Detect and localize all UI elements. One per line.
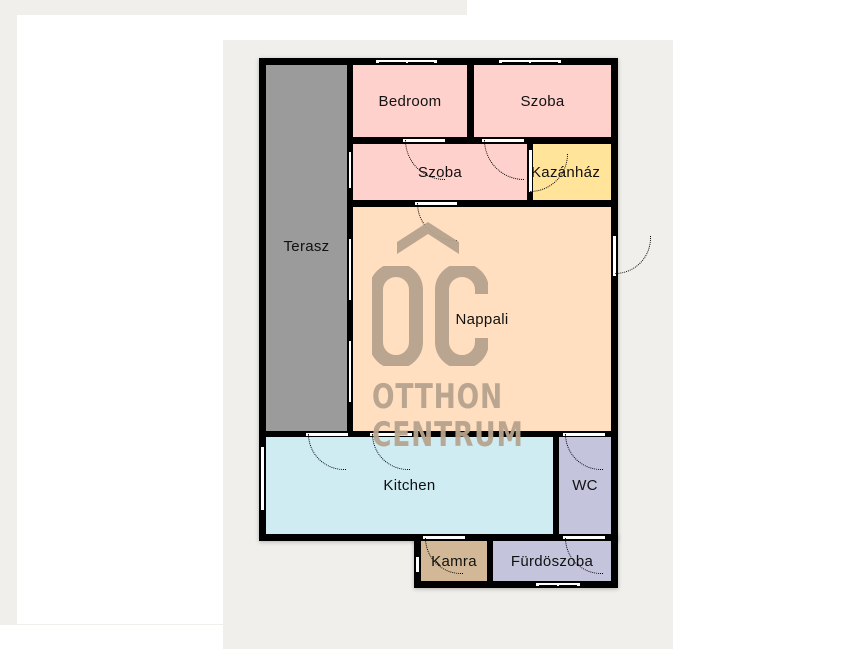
room-label-szoba-top: Szoba (520, 92, 565, 110)
room-label-wc: WC (572, 477, 598, 494)
room-furdoszoba[interactable]: Fürdöszoba (493, 541, 611, 581)
room-label-furdoszoba: Fürdöszoba (510, 552, 594, 570)
room-label-bedroom: Bedroom (378, 92, 442, 110)
room-kazanhaz[interactable]: Kazánház (533, 144, 611, 200)
room-label-szoba-middle: Szoba (417, 163, 463, 181)
room-nappali[interactable]: Nappali (353, 207, 611, 431)
window-nappali-left-lower (348, 340, 352, 403)
window-szoba-top (498, 59, 562, 64)
room-bedroom[interactable]: Bedroom (353, 65, 467, 137)
room-label-kazanhaz: Kazánház (533, 163, 601, 181)
window-kitchen-left (260, 446, 265, 511)
window-furdoszoba-bottom (535, 582, 581, 587)
room-terasz[interactable]: Terasz (266, 65, 347, 431)
room-szoba-top[interactable]: Szoba (474, 65, 611, 137)
room-label-nappali: Nappali (455, 310, 509, 328)
logo-monogram-icon (372, 266, 488, 366)
watermark-logo: OTTHON CENTRUM (372, 222, 523, 452)
window-kamra-left (415, 556, 420, 573)
room-label-kamra: Kamra (431, 552, 477, 570)
window-bedroom-top (375, 59, 438, 64)
logo-text-otthon: OTTHON (372, 377, 503, 417)
room-label-terasz: Terasz (283, 238, 330, 255)
window-szoba-mid-left (348, 151, 352, 189)
room-label-kitchen: Kitchen (383, 477, 436, 494)
window-nappali-left-upper (348, 238, 352, 301)
logo-text-centrum: CENTRUM (372, 415, 524, 455)
logo-circumflex-icon (397, 222, 459, 254)
